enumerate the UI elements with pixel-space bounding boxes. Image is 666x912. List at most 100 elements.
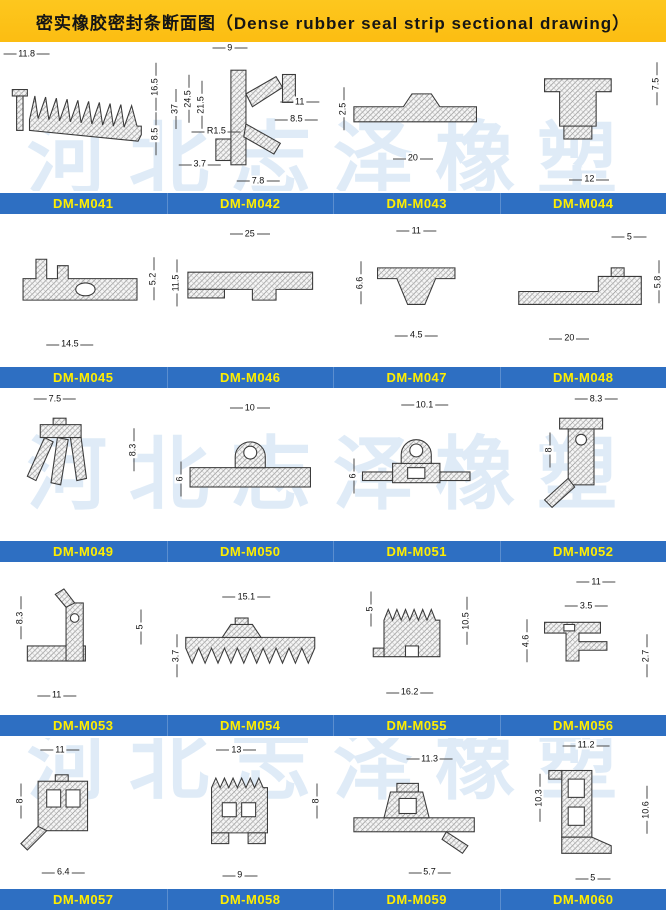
profile-drawing [8, 47, 159, 188]
dimension-label: 8.3 [575, 393, 617, 404]
dimension-label: 11 [39, 744, 81, 755]
profile-cell-dm-m044: 7.5 12 [500, 42, 666, 191]
dimension-label: 6 [174, 474, 185, 484]
dimension-label: 5 [611, 231, 647, 242]
profile-cell-dm-m050: 10 6 [167, 390, 334, 539]
dimension-label: 8.3 [14, 609, 25, 626]
profile-section-svg [26, 417, 88, 486]
profile-section-svg [186, 271, 313, 301]
dimension-label: 8.3 [127, 441, 138, 458]
dimension-label: 11 [576, 576, 617, 587]
profile-section-svg [11, 89, 142, 142]
product-code: DM-M054 [166, 715, 334, 736]
profile-section-svg [184, 617, 315, 665]
dimension-label: 10 [229, 402, 270, 413]
profile-section-svg [353, 93, 477, 123]
profile-drawing [341, 221, 492, 362]
dimension-label: 21.5 [195, 93, 206, 116]
dimension-label: 9 [222, 869, 258, 880]
profile-section-svg [543, 621, 607, 662]
dimension-label: 11 [396, 225, 437, 236]
profile-section-svg [210, 776, 268, 845]
profile-section-svg [353, 782, 475, 855]
profile-section-svg [372, 607, 441, 658]
product-code: DM-M044 [499, 193, 666, 214]
dimension-label: 5 [134, 622, 145, 632]
dimension-label: 11.8 [3, 48, 50, 59]
product-code: DM-M042 [166, 193, 334, 214]
profile-section-svg [543, 78, 612, 140]
profile-drawing [341, 47, 492, 188]
dimension-label: 8.5 [149, 126, 160, 143]
dimension-label: 5.2 [147, 270, 158, 287]
profile-section-svg [377, 267, 456, 305]
profile-drawing [341, 569, 492, 710]
dimension-label: 10.6 [640, 798, 651, 821]
profile-cell-dm-m049: 7.5 8.3 [0, 390, 167, 539]
profile-cell-dm-m046: 25 11.5 [167, 216, 334, 365]
dimension-label: 12 [569, 173, 610, 184]
product-code: DM-M053 [52, 718, 114, 733]
profile-cell-dm-m048: 5 20 5.8 [500, 216, 666, 365]
dimension-label: 11.3 [406, 753, 453, 764]
dimension-label: 5 [575, 872, 611, 883]
dimension-label: 11.5 [170, 272, 181, 294]
profile-drawing [508, 569, 659, 710]
dimension-label: 6 [347, 471, 358, 481]
dimension-label: 7.5 [34, 393, 76, 404]
profile-section-svg [543, 417, 603, 509]
profile-drawing [508, 47, 659, 188]
profile-section-svg [547, 769, 612, 854]
profile-section-svg [26, 588, 86, 662]
product-code: DM-M049 [52, 544, 114, 559]
profile-drawing [508, 743, 659, 884]
product-code: DM-M060 [499, 889, 666, 910]
profile-section-svg [361, 439, 471, 484]
dimension-label: 7.5 [650, 75, 661, 92]
profile-drawing [175, 221, 326, 362]
dimension-label: 2.5 [337, 100, 348, 118]
dimension-label: 5.8 [652, 273, 663, 290]
dimension-label: 8.5 [275, 113, 317, 124]
product-code: DM-M041 [52, 196, 114, 211]
dimension-label: 25 [229, 228, 270, 239]
dimension-label: 2.7 [640, 648, 651, 665]
dimension-label: 20 [549, 332, 590, 343]
dimension-label: 37 [169, 102, 180, 117]
dimension-label: 3.7 [178, 158, 221, 169]
profile-section-svg [22, 258, 138, 301]
profile-drawing [341, 395, 492, 536]
profile-section-svg [189, 441, 311, 488]
profile-section-svg [20, 774, 89, 851]
dimension-label: 6.6 [354, 274, 365, 292]
dimension-label: 16.2 [386, 686, 433, 697]
profile-drawing [8, 395, 159, 536]
product-code: DM-M057 [52, 892, 114, 907]
profile-section-svg [517, 267, 642, 305]
product-code: DM-M056 [499, 715, 666, 736]
product-code: DM-M050 [166, 541, 334, 562]
dimension-label: 11 [279, 96, 321, 107]
dimension-label: 3.5 [565, 600, 607, 611]
dimension-label: 9 [212, 42, 248, 53]
